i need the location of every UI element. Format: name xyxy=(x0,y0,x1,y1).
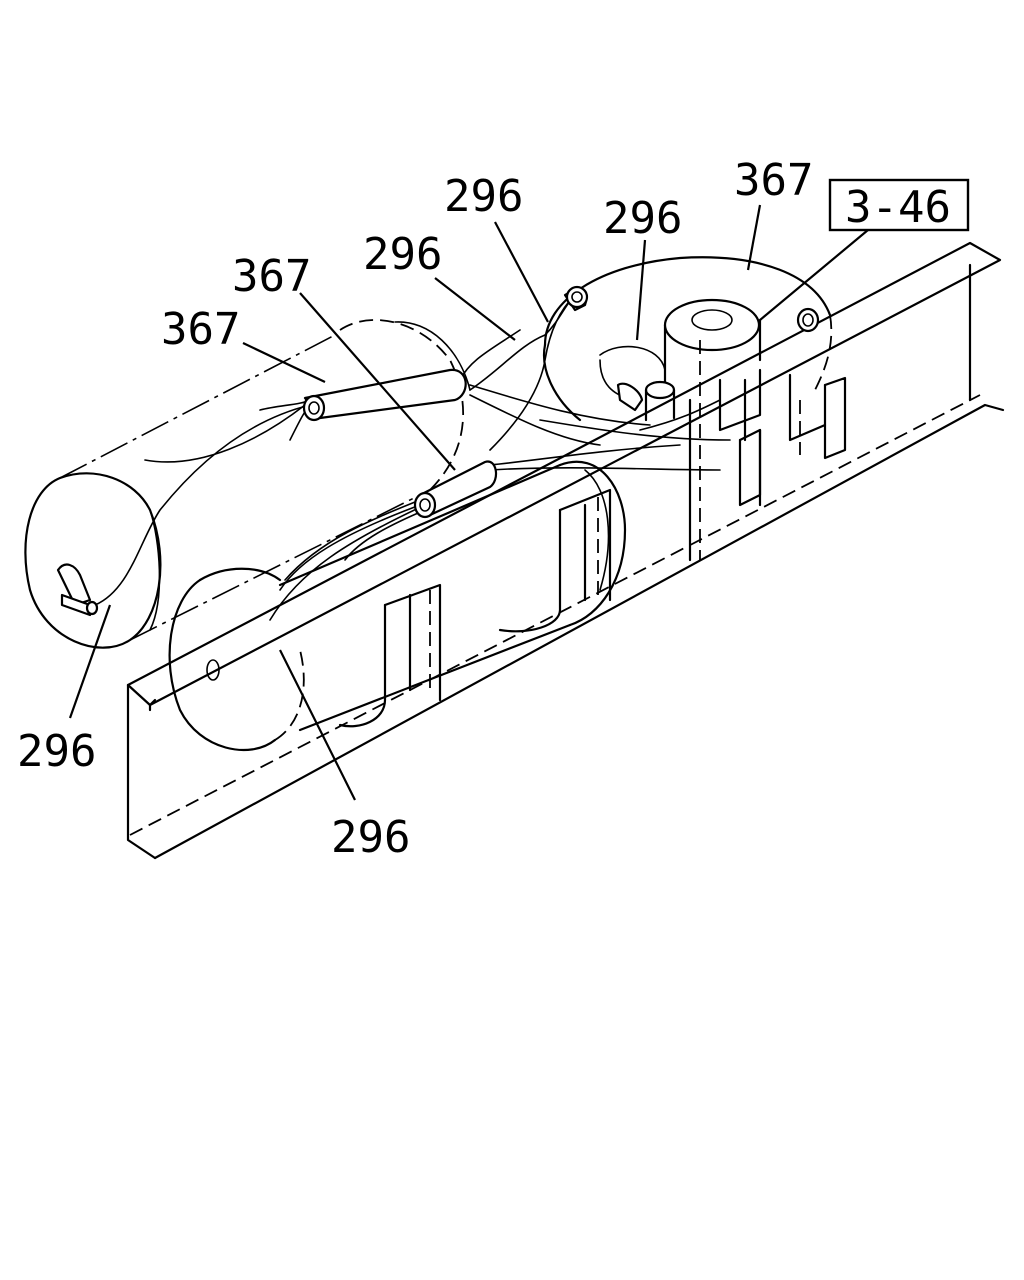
callout-296-upper: 296 xyxy=(444,171,523,222)
callout-296-lower: 296 xyxy=(331,812,410,863)
callout-367-left: 367 xyxy=(161,304,240,355)
frame-rail xyxy=(126,241,1005,860)
fittings xyxy=(56,380,676,617)
callout-296-dryer: 296 xyxy=(603,193,682,244)
leader-lines xyxy=(68,204,869,801)
tank-straps xyxy=(338,488,612,728)
reference-box: 3-46 xyxy=(828,178,970,233)
reference-label: 3-46 xyxy=(845,182,951,233)
callout-367-top: 367 xyxy=(734,155,813,206)
callout-296-mid: 296 xyxy=(363,229,442,280)
callout-296-lower-left: 296 xyxy=(17,726,96,777)
front-air-tank xyxy=(168,460,627,752)
callout-labels: 367 296 296 296 367 367 296 296 xyxy=(17,155,813,863)
air-dryer xyxy=(542,256,833,562)
mounting-brackets xyxy=(718,368,847,507)
rear-air-tank xyxy=(24,319,471,649)
hose-sleeves xyxy=(302,285,820,519)
callout-367-mid: 367 xyxy=(232,251,311,302)
